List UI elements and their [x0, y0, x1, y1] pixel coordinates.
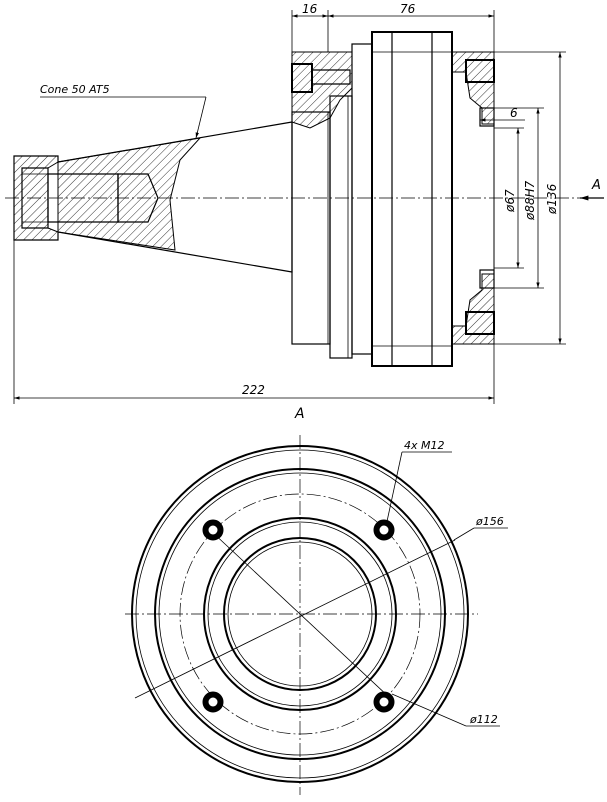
bolt-hole-3 — [202, 691, 224, 713]
second-ring — [154, 468, 446, 760]
dim-76-label: 76 — [400, 2, 416, 16]
bolt-circle — [179, 493, 421, 735]
bolt-hole-4 — [373, 691, 395, 713]
right-flange-section — [451, 51, 495, 345]
thread-label: 4x M12 — [404, 439, 445, 452]
dim-156-label: ø156 — [475, 515, 504, 528]
dim-222-label: 222 — [242, 383, 265, 397]
front-view: A 4x M12 — [125, 406, 508, 795]
dimensions-side: 16 76 6 ø67 ø88H7 ø136 222 — [13, 2, 604, 404]
dim-136-label: ø136 — [545, 183, 559, 215]
front-view-title: A — [294, 406, 305, 422]
diagonal-line-1 — [134, 539, 456, 699]
side-view: 16 76 6 ø67 ø88H7 ø136 222 — [5, 2, 604, 404]
dim-112-label: ø112 — [469, 713, 498, 726]
dim-88h7-label: ø88H7 — [523, 180, 537, 221]
dim-16-label: 16 — [302, 2, 318, 16]
inner-ring-2 — [223, 537, 377, 691]
dim-67-label: ø67 — [503, 189, 517, 213]
view-arrow-label: A — [591, 178, 601, 193]
adapter-section-top — [291, 51, 353, 129]
flange — [291, 95, 353, 359]
diagonal-line-2 — [209, 529, 391, 699]
dim-6-label: 6 — [510, 106, 518, 120]
inner-ring-1 — [203, 517, 397, 711]
cone-label: Cone 50 AT5 — [40, 83, 110, 96]
main-body — [351, 31, 453, 367]
outer-ring — [131, 445, 469, 783]
cone-shank — [13, 121, 293, 273]
bolt-hole-2 — [373, 519, 395, 541]
bolt-hole-1 — [202, 519, 224, 541]
